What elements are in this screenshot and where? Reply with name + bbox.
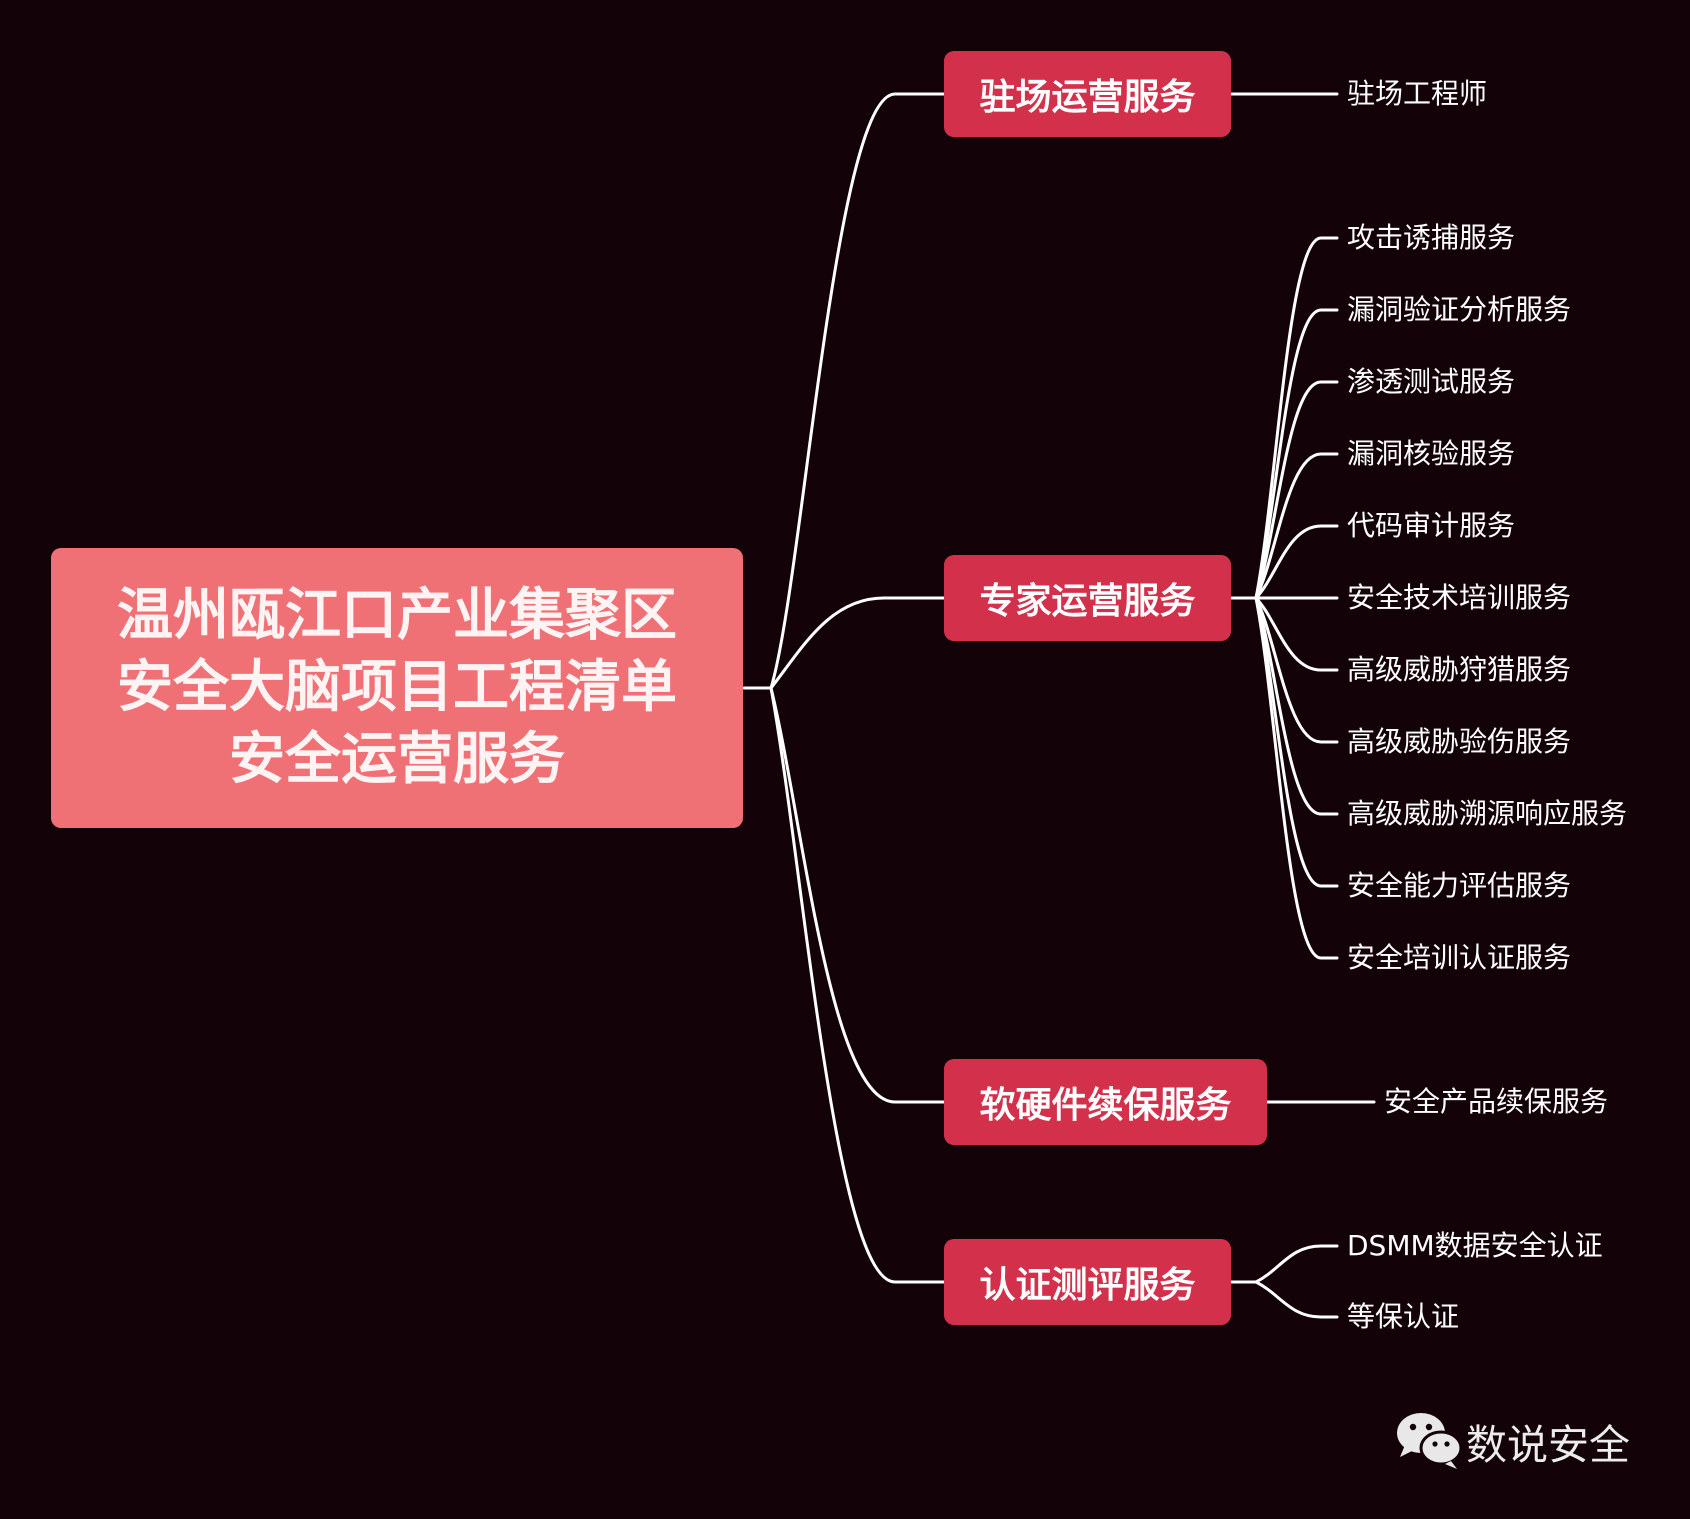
connector-branch-2-leaf-1	[1254, 236, 1339, 600]
connector-branch-2-leaf-2	[1254, 308, 1339, 600]
connector-branch-4-leaf-1	[1254, 1244, 1339, 1284]
leaf-node: 驻场工程师	[1347, 77, 1488, 110]
leaf-node: 等保认证	[1347, 1300, 1460, 1333]
branch-node-onsite-operations: 驻场运营服务	[944, 51, 1231, 137]
leaf-node: 安全培训认证服务	[1347, 941, 1572, 974]
connector-branch-4-leaf-2	[1254, 1280, 1339, 1319]
connector-branch-2-leaf-10	[1254, 596, 1339, 888]
connector-root-to-branch-1	[769, 92, 946, 690]
leaf-node: 攻击诱捕服务	[1347, 221, 1516, 254]
branch-label: 驻场运营服务	[979, 77, 1196, 118]
leaf-node: 代码审计服务	[1347, 509, 1516, 542]
leaf-node: 安全产品续保服务	[1384, 1085, 1609, 1118]
root-title-line-3: 安全运营服务	[229, 727, 565, 792]
connector-branch-2-leaf-9	[1254, 596, 1339, 816]
leaf-node: 漏洞核验服务	[1347, 437, 1516, 470]
root-title-line-1: 温州瓯江口产业集聚区	[117, 583, 677, 648]
connector-branch-2-leaf-4	[1254, 452, 1339, 600]
leaf-node: 安全能力评估服务	[1347, 869, 1572, 902]
branch-node-certification-assessment: 认证测评服务	[944, 1239, 1231, 1325]
branch-node-maintenance-renewal: 软硬件续保服务	[944, 1059, 1267, 1145]
branch-node-expert-operations: 专家运营服务	[944, 555, 1231, 641]
leaf-node: 高级威胁溯源响应服务	[1347, 797, 1628, 830]
connector-branch-2-leaf-5	[1254, 524, 1339, 600]
watermark-text: 数说安全	[1466, 1421, 1630, 1469]
connector-root-to-branch-3	[769, 686, 946, 1104]
wechat-icon	[1397, 1413, 1463, 1469]
connector-branch-2-leaf-11	[1254, 596, 1339, 960]
leaf-node: 渗透测试服务	[1347, 365, 1516, 398]
connector-branch-2-leaf-3	[1254, 380, 1339, 600]
leaf-node: DSMM数据安全认证	[1347, 1229, 1603, 1262]
branch-label: 专家运营服务	[979, 581, 1196, 622]
connector-root-to-branch-4	[769, 686, 946, 1284]
connector-branch-2-leaf-7	[1254, 596, 1339, 672]
leaf-node: 高级威胁狩猎服务	[1347, 653, 1572, 686]
branch-label: 认证测评服务	[979, 1265, 1196, 1306]
root-title-line-2: 安全大脑项目工程清单	[117, 655, 677, 720]
branch-label: 软硬件续保服务	[979, 1085, 1232, 1126]
root-node: 温州瓯江口产业集聚区 安全大脑项目工程清单 安全运营服务	[51, 548, 743, 828]
leaf-node: 漏洞验证分析服务	[1347, 293, 1572, 326]
connector-branch-2-leaf-8	[1254, 596, 1339, 744]
connector-root-to-branch-2	[769, 596, 946, 690]
leaf-node: 高级威胁验伤服务	[1347, 725, 1572, 758]
leaf-node: 安全技术培训服务	[1347, 581, 1572, 614]
